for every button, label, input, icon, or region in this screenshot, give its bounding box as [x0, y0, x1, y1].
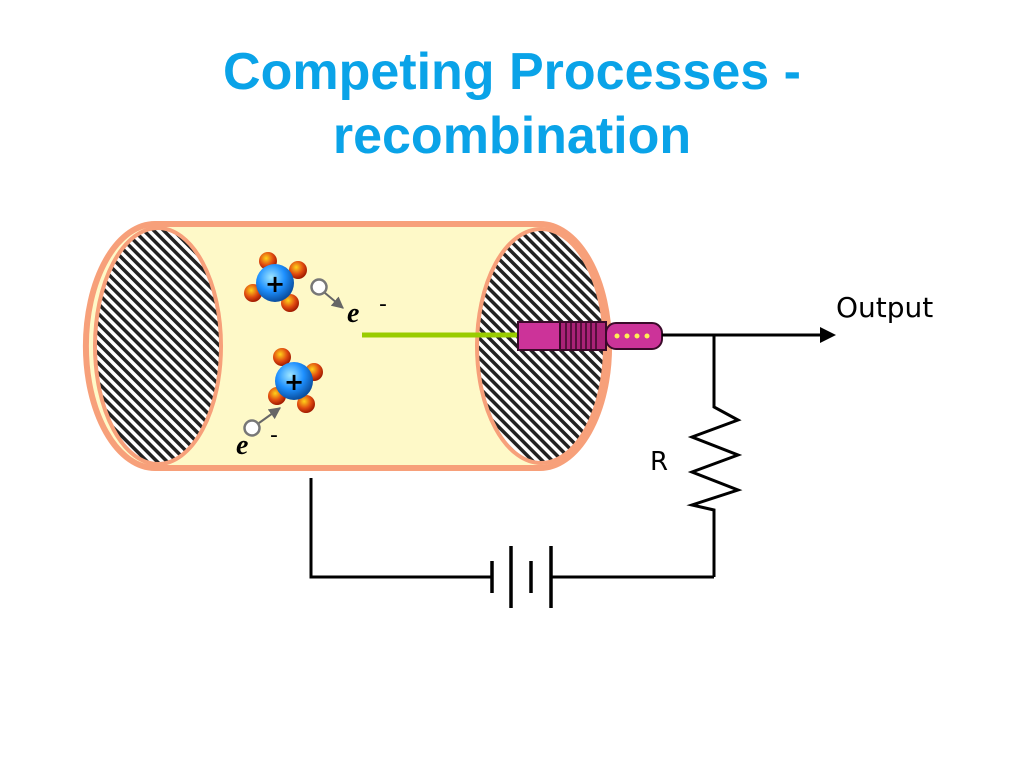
electron-charge-lower: - — [270, 423, 278, 448]
electron-charge-upper: - — [379, 292, 387, 317]
departing-electron — [310, 278, 344, 309]
electron-symbol-lower: e — [236, 430, 248, 461]
resistor — [686, 335, 743, 577]
output-signal-line — [662, 327, 836, 343]
ion-charge-label: + — [265, 270, 285, 298]
output-arrow-icon — [820, 327, 836, 343]
recombining-electron — [243, 407, 281, 437]
ion-charge-label: + — [284, 368, 304, 396]
positive-ion-lower: + — [268, 348, 323, 413]
output-label: Output — [836, 291, 933, 324]
electron-symbol-upper: e — [347, 298, 359, 329]
title-line-1: Competing Processes - — [223, 43, 801, 101]
signal-connector — [517, 321, 663, 351]
resistor-label: R — [650, 447, 668, 477]
battery-icon — [490, 546, 553, 608]
title-line-2: recombination — [332, 107, 692, 165]
left-end-cap — [93, 226, 223, 466]
battery-circuit-wire — [309, 478, 714, 579]
slide-title: Competing Processes - recombination — [0, 40, 1024, 168]
positive-ion-upper: + — [244, 252, 307, 312]
gas-chamber-cylinder — [82, 221, 613, 471]
